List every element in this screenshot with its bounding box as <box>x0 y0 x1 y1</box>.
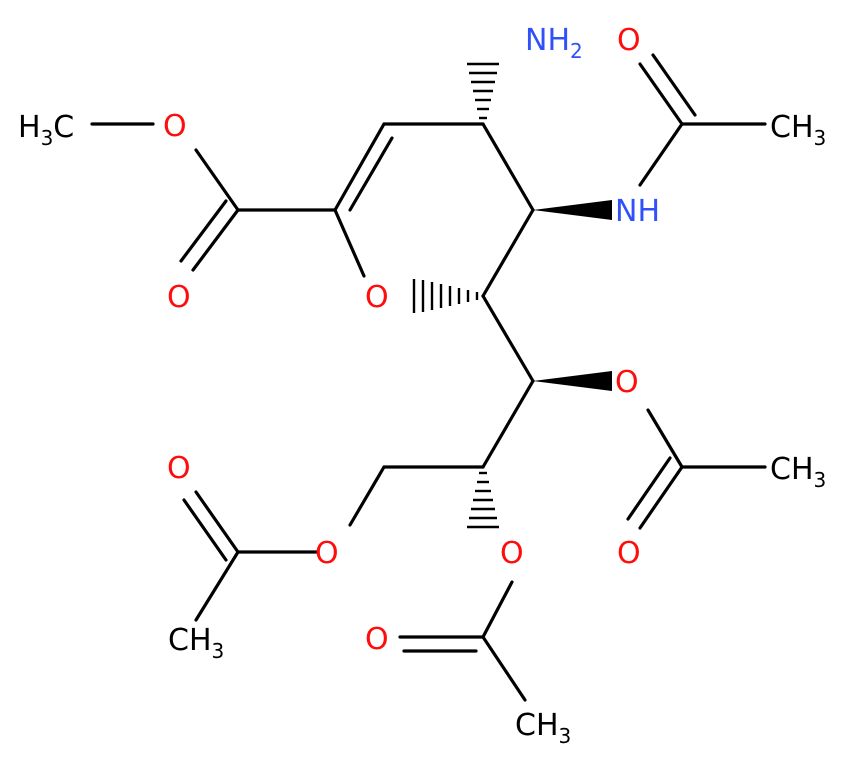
bond-ac1-double-b <box>626 456 672 521</box>
hash-c8-o <box>467 471 499 529</box>
bond-ring-c2-c3-double <box>348 136 394 212</box>
bond-ac2-o-c <box>481 580 514 639</box>
atom-o-acetoxy1-carbonyl: O <box>617 536 641 571</box>
bond-c7-c8 <box>481 379 535 469</box>
atom-o-acetoxy2-carbonyl: O <box>365 622 389 657</box>
atom-labels: NH2 NH H3C O O O O CH3 O O CH3 O O CH3 O… <box>18 23 826 748</box>
bond-n-amide-c <box>638 122 684 187</box>
atom-o-ring: O <box>365 280 389 315</box>
bond-ac3-c-ch3 <box>194 550 240 622</box>
bond-ac1-o-c <box>646 408 684 469</box>
bonds <box>90 53 767 702</box>
bond-carbonyl-double-a <box>191 208 240 272</box>
bond-amide-double-a <box>638 62 684 126</box>
bond-o-carbonyl-c <box>194 148 240 212</box>
atom-o-carbonyl: O <box>167 280 191 315</box>
hash-c6-o-ring <box>412 279 479 313</box>
atom-ch3-acetoxy2: CH3 <box>515 708 571 748</box>
atom-nh: NH <box>615 194 660 229</box>
atom-ch3-amide: CH3 <box>770 110 826 150</box>
atom-o-amide: O <box>617 23 641 58</box>
bond-ac2-c-ch3 <box>481 635 527 702</box>
wedge-c5-nh <box>533 200 612 220</box>
bond-ring-c2-o <box>333 208 366 278</box>
bond-ac1-double-a <box>638 465 684 530</box>
atom-o-ester: O <box>163 109 187 144</box>
bond-ac3-double-a <box>194 490 240 554</box>
atom-o-acetoxy2: O <box>500 536 524 571</box>
bond-ring-c2-c3 <box>333 122 386 212</box>
bond-amide-double-b <box>651 53 697 117</box>
atom-ch3-acetoxy3: CH3 <box>168 623 224 663</box>
atom-methyl: H3C <box>18 110 74 150</box>
hash-c4-nh2 <box>467 62 499 120</box>
bond-c9-o <box>348 465 386 527</box>
atom-o-acetoxy3: O <box>315 536 339 571</box>
bond-carbonyl-double-b <box>179 199 228 263</box>
bond-ac3-double-b <box>182 498 228 562</box>
atom-o-acetoxy1: O <box>615 365 639 400</box>
atom-ch3-acetoxy1: CH3 <box>770 452 826 492</box>
wedge-c7-o <box>533 371 612 391</box>
bond-ring-c4-c5 <box>481 122 535 212</box>
atom-nh2: NH2 <box>525 23 583 63</box>
bond-ring-c5-c6 <box>481 208 535 298</box>
atom-o-acetoxy3-carbonyl: O <box>167 451 191 486</box>
bond-c6-c7 <box>481 294 535 383</box>
